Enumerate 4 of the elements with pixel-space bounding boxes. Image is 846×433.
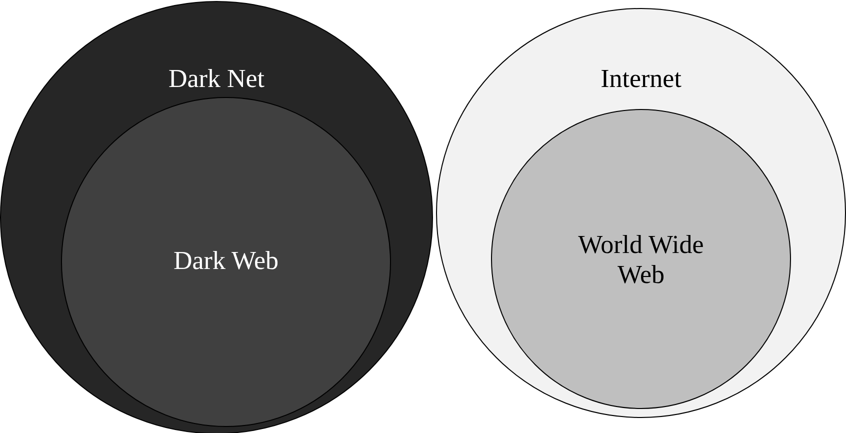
- set-label: Dark Net: [167, 64, 266, 94]
- set-label: World Wide Web: [577, 230, 705, 290]
- set-label: Internet: [600, 64, 682, 94]
- set-label: Dark Web: [172, 246, 280, 276]
